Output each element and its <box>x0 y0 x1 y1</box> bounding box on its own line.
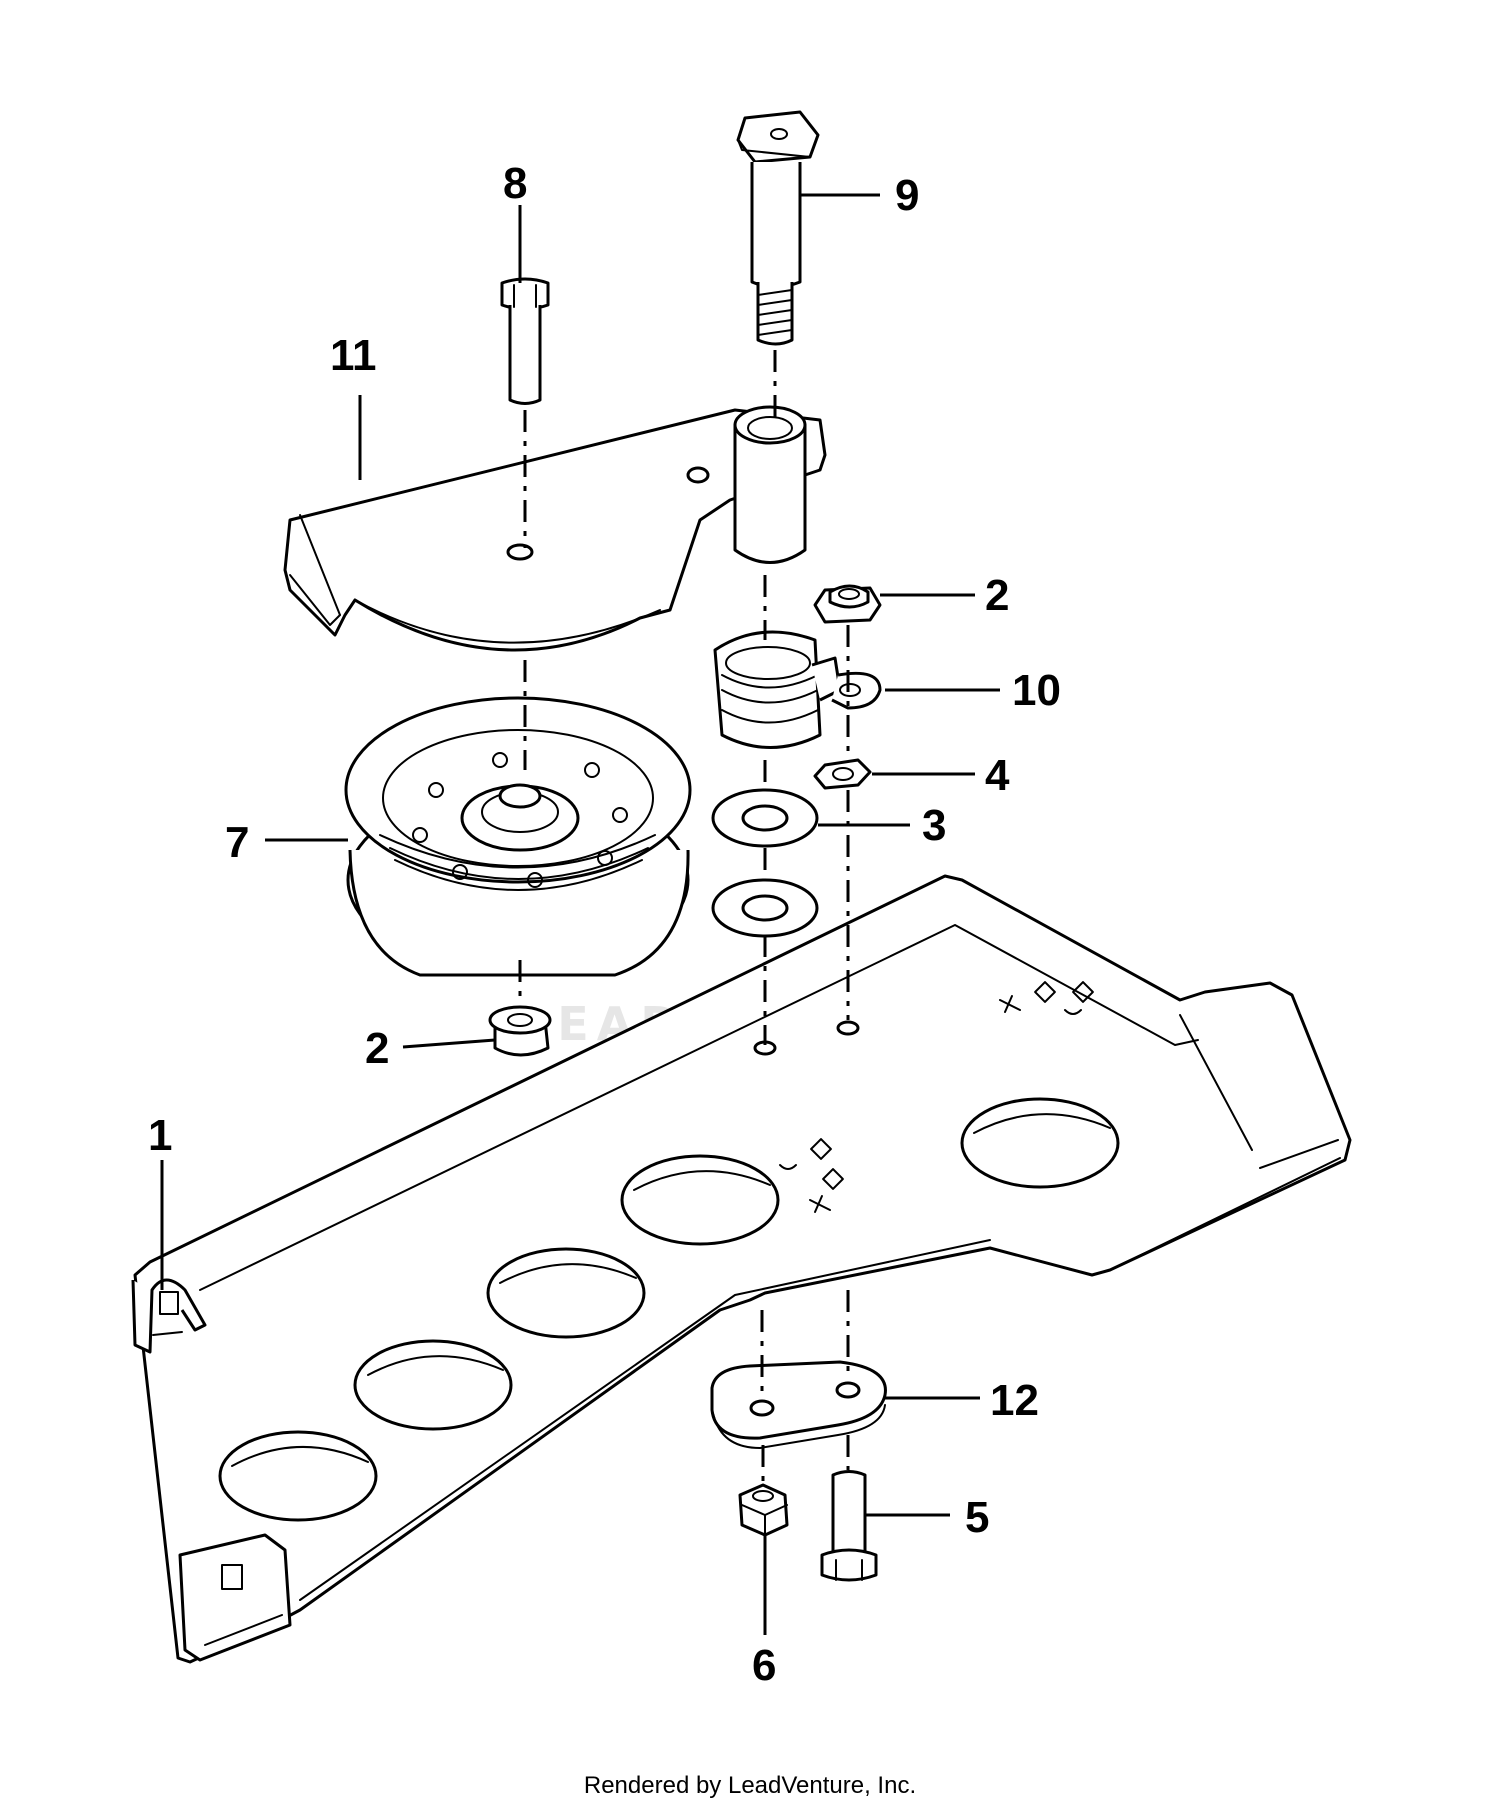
callout-3: 3 <box>922 801 946 850</box>
callout-7: 7 <box>225 818 249 867</box>
callout-11: 11 <box>330 331 377 380</box>
washer-upper <box>711 788 819 848</box>
shoulder-bolt <box>736 110 820 346</box>
callout-10: 10 <box>1012 666 1061 715</box>
idler-bracket <box>283 405 827 652</box>
link-plate <box>710 1360 887 1449</box>
callout-1: 1 <box>148 1111 172 1160</box>
footer-credit: Rendered by LeadVenture, Inc. <box>583 1772 917 1799</box>
idler-pulley <box>344 696 692 977</box>
callout-9: 9 <box>895 171 919 220</box>
leader-lines <box>160 193 1000 1635</box>
flange-nut-upper <box>813 584 882 624</box>
hex-nut-small <box>813 758 872 790</box>
washer-lower <box>711 878 819 938</box>
callout-12: 12 <box>990 1376 1039 1425</box>
callout-5: 5 <box>965 1493 989 1542</box>
torsion-spring <box>713 630 882 749</box>
carriage-bolt <box>820 1470 878 1582</box>
callout-2-upper: 2 <box>985 571 1009 620</box>
callout-4: 4 <box>985 751 1010 800</box>
hex-bolt <box>500 277 550 405</box>
callout-8: 8 <box>503 159 527 208</box>
hex-nut <box>738 1483 789 1537</box>
deck-plate <box>131 874 1352 1664</box>
flange-nut-lower <box>488 1005 552 1057</box>
callout-2-lower: 2 <box>365 1024 389 1073</box>
callout-6: 6 <box>752 1641 776 1690</box>
